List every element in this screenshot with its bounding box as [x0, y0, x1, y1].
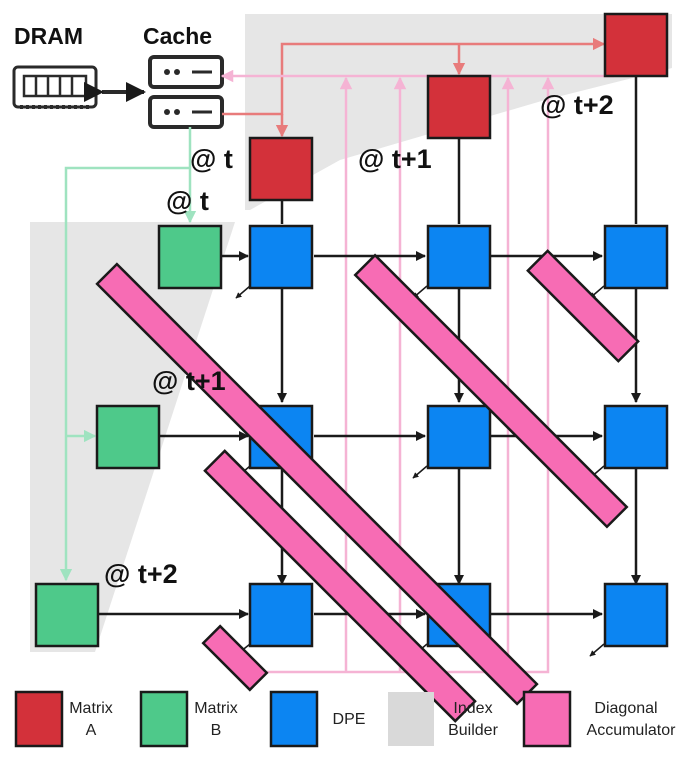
dpe-r1-c3	[603, 224, 669, 290]
matrix-b-block-t2	[34, 582, 100, 648]
matrix-a-block-t2	[603, 12, 669, 78]
matrix-a-block-t	[248, 136, 314, 202]
legend: Matrix A Matrix B DPE Index Builder Diag…	[14, 690, 677, 748]
dpe-grid	[248, 224, 669, 648]
legend-label-index-builder-2: Builder	[448, 722, 498, 739]
diagonal-accumulators	[95, 249, 640, 723]
dram-icon	[12, 65, 98, 109]
legend-label-dpe: DPE	[333, 711, 366, 728]
matrix-b-feed-lines	[59, 127, 197, 582]
legend-label-diag-acc-2: Accumulator	[587, 722, 677, 739]
legend-label-index-builder-1: Index	[453, 700, 492, 717]
dpe-r2-c2	[426, 404, 492, 470]
matrix-b-time-t2: @ t+2	[104, 559, 178, 589]
diag-accumulator-bottom-left	[201, 624, 269, 692]
dram-label: DRAM	[14, 23, 83, 49]
matrix-a-time-t2: @ t+2	[540, 90, 614, 120]
matrix-a-time-t: @ t	[190, 144, 233, 174]
legend-swatch-index-builder	[388, 692, 434, 746]
legend-label-matrix-a-1: Matrix	[69, 700, 113, 717]
dpe-r1-c1	[248, 224, 314, 290]
legend-swatch-diagonal-accumulator	[522, 690, 572, 748]
legend-label-matrix-b-2: B	[211, 722, 222, 739]
diag-accumulator-top-right	[526, 249, 640, 363]
dpe-diagonal-outputs	[235, 285, 605, 657]
matrix-b-block-t1	[95, 404, 161, 470]
legend-label-matrix-a-2: A	[86, 722, 97, 739]
legend-swatch-matrix-b	[139, 690, 189, 748]
legend-swatch-matrix-a	[14, 690, 64, 748]
dpe-r3-c1	[248, 582, 314, 648]
diag-accumulator-upper	[353, 253, 629, 529]
matrix-a-block-t1	[426, 74, 492, 140]
matrix-b-time-t: @ t	[166, 186, 209, 216]
dpe-r2-c3	[603, 404, 669, 470]
cache-icon	[148, 55, 224, 129]
matrix-b-block-t	[157, 224, 223, 290]
legend-label-matrix-b-1: Matrix	[194, 700, 238, 717]
matrix-a-feed-lines	[222, 37, 606, 138]
matrix-a-time-t1: @ t+1	[358, 144, 432, 174]
cache-label: Cache	[143, 23, 212, 49]
diag-accumulator-lower	[203, 449, 477, 723]
legend-swatch-dpe	[269, 690, 319, 748]
matrix-b-time-t1: @ t+1	[152, 366, 226, 396]
dpe-r3-c3	[603, 582, 669, 648]
legend-label-diag-acc-1: Diagonal	[594, 700, 657, 717]
dpe-r1-c2	[426, 224, 492, 290]
diag-accumulator-main	[95, 262, 539, 706]
